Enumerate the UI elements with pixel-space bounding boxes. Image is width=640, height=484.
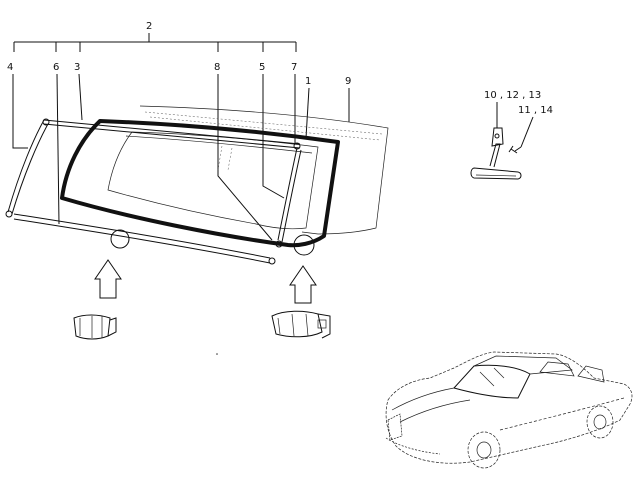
leader-lines <box>12 73 534 241</box>
callout-1: 1 <box>305 76 311 87</box>
car-sketch <box>385 351 633 469</box>
detail-circle-right <box>293 234 315 256</box>
arrow-left <box>94 259 122 299</box>
side-moulding-5 <box>275 142 302 248</box>
callout-11-14: 11 , 14 <box>518 105 553 116</box>
stray-dot <box>216 353 218 355</box>
weatherstrip-1 <box>60 119 340 248</box>
callout-3: 3 <box>74 62 80 73</box>
callout-4: 4 <box>7 62 13 73</box>
upper-moulding-3 <box>43 119 301 149</box>
windshield-glass-9 <box>139 105 389 235</box>
lower-moulding-6 <box>13 213 276 265</box>
callout-9: 9 <box>345 76 351 87</box>
detail-circle-left <box>110 229 130 249</box>
callout-5: 5 <box>259 62 265 73</box>
side-moulding-4 <box>5 118 50 218</box>
clip-detail-right <box>271 310 331 339</box>
clip-detail-left <box>73 314 117 340</box>
arrow-right <box>289 265 317 304</box>
bracket-2 <box>13 33 297 52</box>
callout-2: 2 <box>146 21 152 32</box>
rear-view-mirror <box>470 127 522 180</box>
callout-7: 7 <box>291 62 297 73</box>
callout-6: 6 <box>53 62 59 73</box>
callout-8: 8 <box>214 62 220 73</box>
callout-10-12-13: 10 , 12 , 13 <box>484 90 541 101</box>
